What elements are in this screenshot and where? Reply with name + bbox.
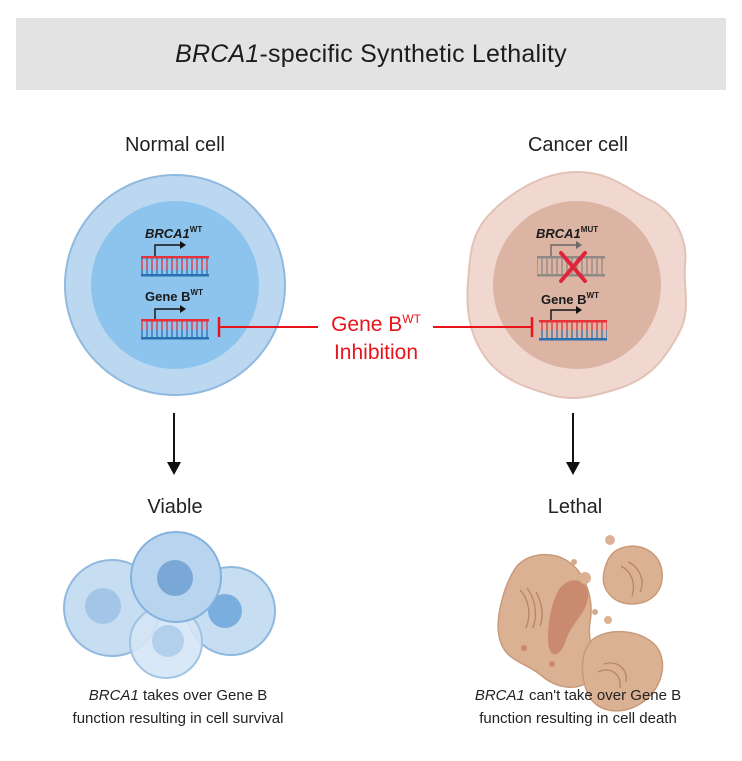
normal-geneb-gene: Gene BWT: [141, 288, 209, 340]
cancer-caption: BRCA1 can't take over Gene B function re…: [474, 687, 682, 727]
svg-text:BRCA1WT: BRCA1WT: [145, 225, 202, 241]
cancer-down-arrow: [566, 413, 580, 475]
lethal-label: Lethal: [547, 496, 603, 518]
cross-icon: [559, 251, 587, 283]
normal-down-arrow: [167, 413, 181, 475]
diagram-title: BRCA1-specific Synthetic Lethality: [175, 39, 567, 68]
promoter-arrow-icon: [154, 244, 180, 257]
svg-text:BRCA1MUT: BRCA1MUT: [536, 225, 598, 241]
cancer-geneb-gene: Gene BWT: [539, 291, 607, 341]
promoter-arrow-icon: [154, 308, 180, 320]
inhibition-left-line: [217, 317, 318, 337]
cancer-cell-label: Cancer cell: [527, 134, 629, 156]
cancer-cell: [466, 170, 688, 399]
normal-brca1-gene: BRCA1WT: [141, 225, 209, 277]
cancer-brca1-mutant-gene: BRCA1MUT: [536, 225, 605, 283]
normal-cell: [64, 174, 286, 396]
inhibition-right-line: [433, 317, 534, 337]
normal-cell-label: Normal cell: [124, 134, 226, 156]
svg-text:Gene BWT: Gene BWT: [541, 291, 599, 307]
viable-label: Viable: [147, 496, 203, 518]
promoter-arrow-icon: [550, 309, 576, 321]
dead-cells-debris: [497, 535, 664, 712]
svg-text:Gene BWT: Gene BWT: [145, 288, 203, 304]
title-bar: BRCA1-specific Synthetic Lethality: [16, 18, 726, 90]
normal-caption: BRCA1 takes over Gene B function resulti…: [72, 687, 284, 727]
promoter-arrow-icon: [550, 244, 576, 257]
inhibition-label: Gene BWT Inhibition: [331, 312, 421, 364]
viable-cells-cluster: [63, 531, 276, 679]
